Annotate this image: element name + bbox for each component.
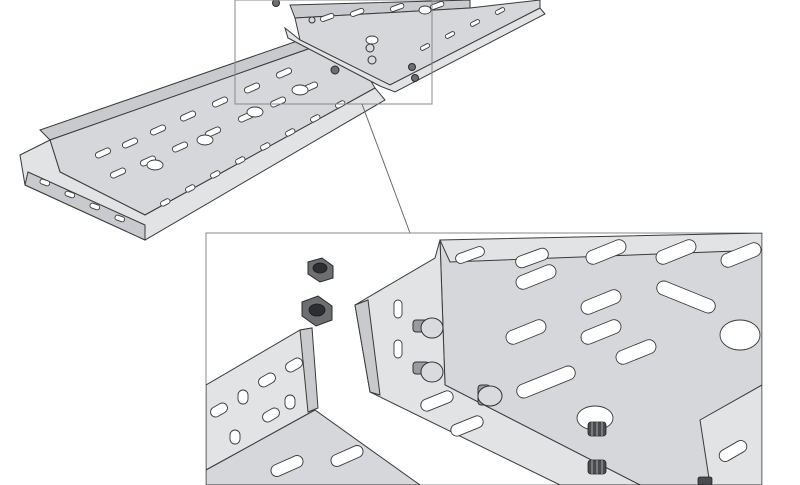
- detail-view: [205, 232, 763, 485]
- threaded-bolt-end-right: [697, 476, 713, 485]
- threaded-bolt-end-upper: [587, 421, 607, 437]
- carriage-bolt-lower: [412, 361, 444, 383]
- overview-fasteners: [272, 0, 419, 82]
- floor-perforations: [94, 67, 319, 179]
- sidewall-perforations: [39, 100, 346, 223]
- hex-flange-nut-lower: [301, 295, 333, 327]
- detail-sidewall-perforations: [393, 246, 549, 359]
- overview-assembly: [19, 0, 546, 241]
- callout-frame: [234, 0, 433, 105]
- detail-floor-perforations: [420, 239, 762, 437]
- cable-tray-section-left: [19, 27, 386, 241]
- threaded-bolt-end-lower: [587, 459, 607, 475]
- carriage-bolt-upper: [412, 317, 444, 339]
- carriage-bolt-floor: [477, 384, 503, 407]
- hex-flange-nut-upper: [307, 257, 334, 283]
- detail-left-perforations: [210, 357, 364, 477]
- callout-leader-line: [361, 103, 411, 234]
